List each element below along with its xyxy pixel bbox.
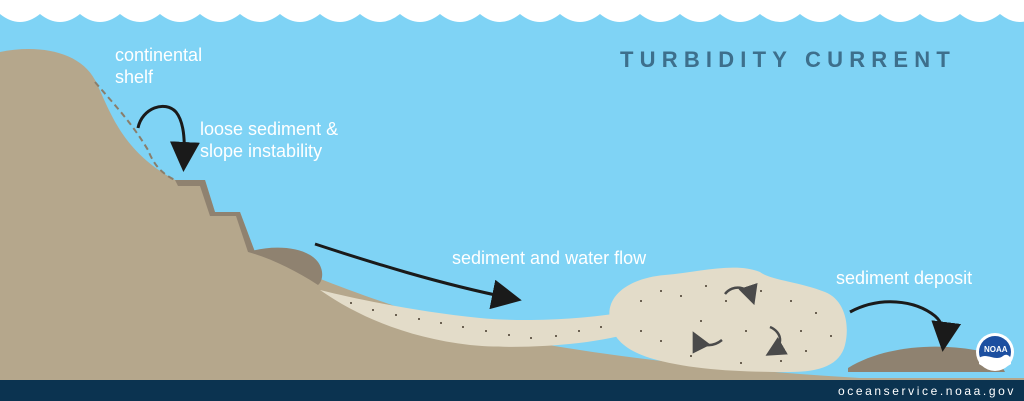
eddy-arrows bbox=[692, 282, 788, 356]
label-loose-sediment-line2: slope instability bbox=[200, 141, 323, 161]
slope-ledge-shadow bbox=[175, 180, 255, 252]
sediment-wedge bbox=[320, 290, 640, 347]
label-loose-sediment: loose sediment & slope instability bbox=[200, 118, 338, 162]
wave-icon bbox=[0, 0, 1024, 22]
deposit-arrow-icon bbox=[849, 300, 962, 352]
footer-bar bbox=[0, 380, 1024, 401]
label-continental-shelf: continental shelf bbox=[115, 44, 202, 88]
diagram-title: TURBIDITY CURRENT bbox=[620, 47, 956, 72]
slump-mound bbox=[248, 247, 323, 285]
continental-slope-land bbox=[0, 49, 1024, 401]
label-loose-sediment-line1: loose sediment & bbox=[200, 119, 339, 139]
former-slope-dashed-line bbox=[94, 81, 176, 181]
label-sediment-water-flow: sediment and water flow bbox=[452, 248, 647, 268]
flow-arrow-icon bbox=[314, 242, 522, 310]
slump-arrow-icon bbox=[136, 105, 200, 172]
noaa-logo-text: NOAA bbox=[984, 345, 1008, 354]
sediment-deposit-mound bbox=[848, 346, 1005, 372]
label-continental-shelf-line2: shelf bbox=[115, 67, 154, 87]
label-continental-shelf-line1: continental bbox=[115, 45, 203, 65]
footer-url-link[interactable]: oceanservice.noaa.gov bbox=[837, 384, 1016, 398]
label-sediment-deposit: sediment deposit bbox=[836, 268, 973, 288]
sediment-speckles bbox=[350, 285, 832, 364]
noaa-logo-icon bbox=[976, 333, 1014, 371]
